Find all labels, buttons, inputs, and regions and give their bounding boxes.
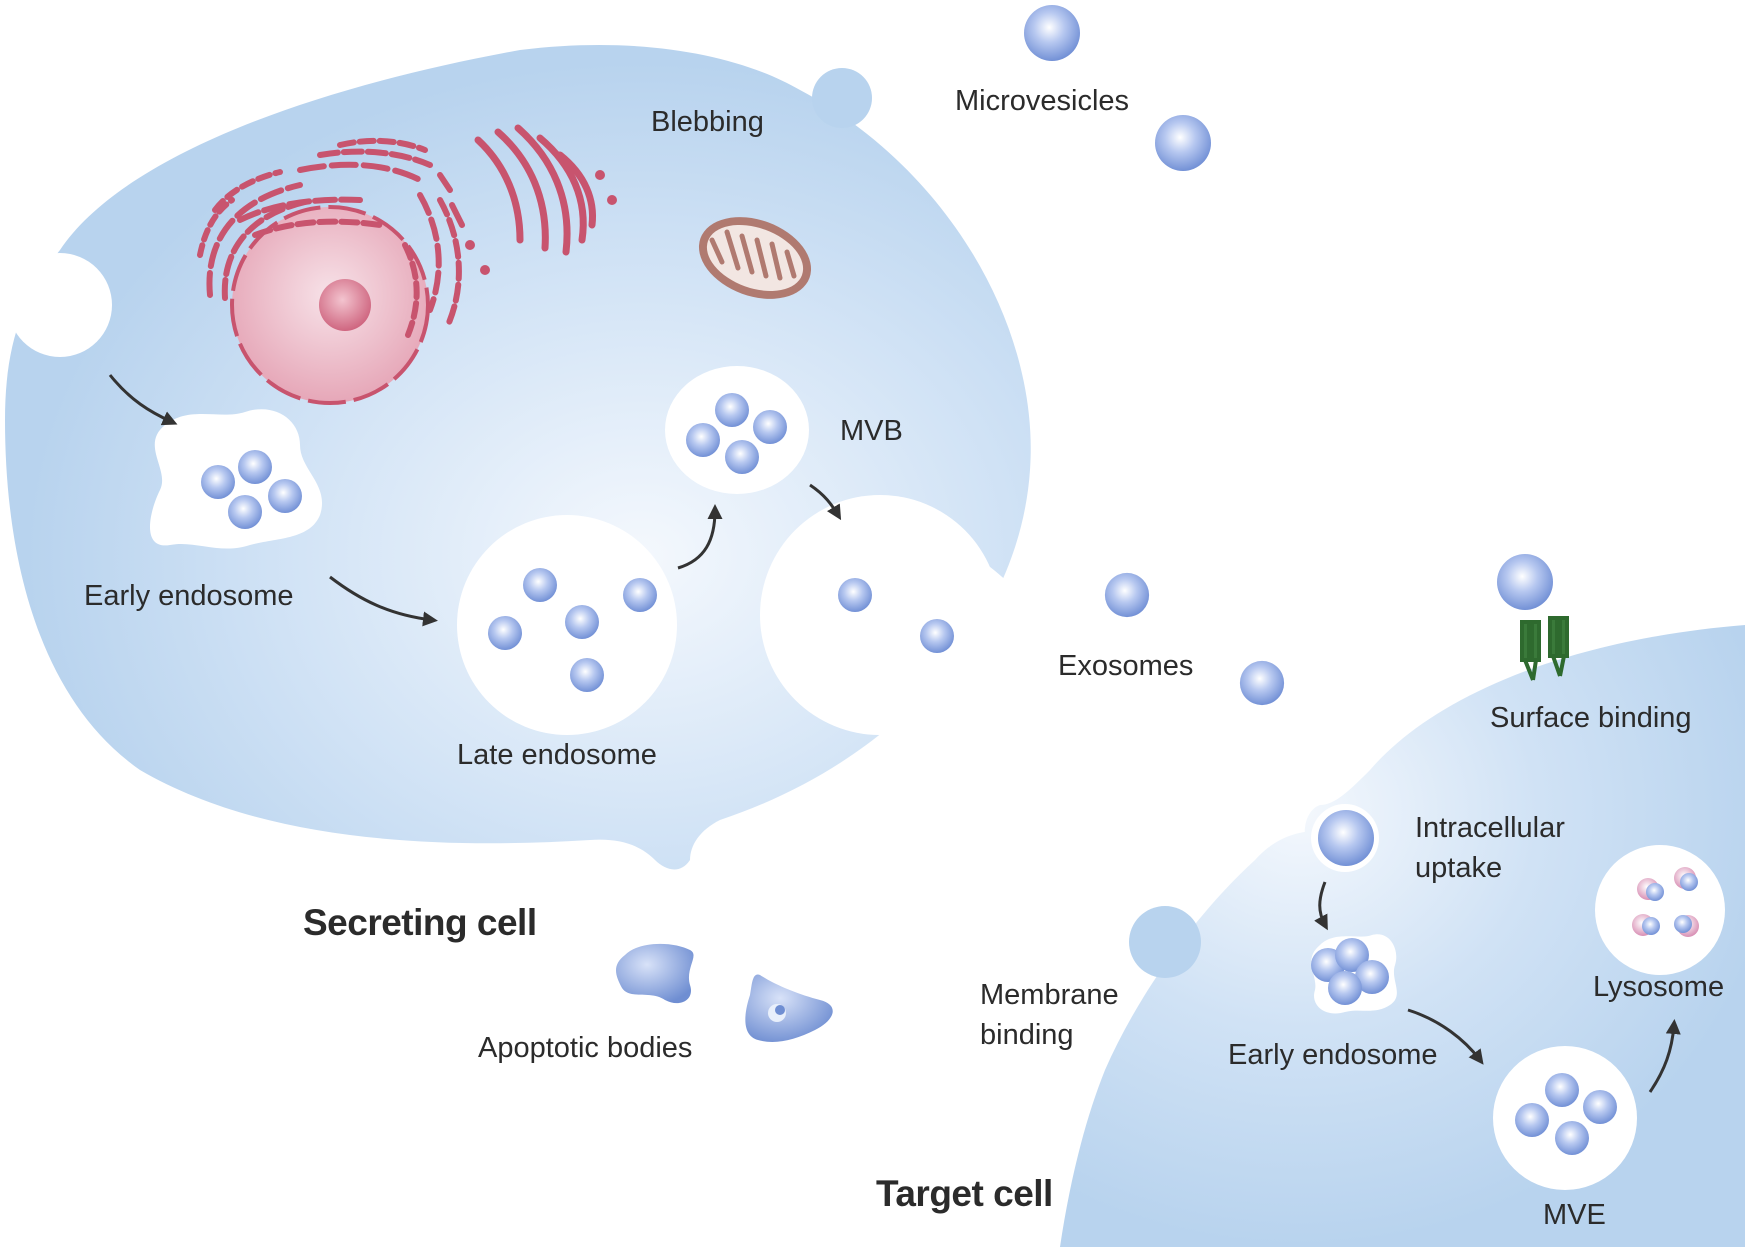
microvesicle	[1155, 115, 1211, 171]
membrane-binding-bud	[1129, 906, 1201, 978]
label-microvesicles: Microvesicles	[955, 85, 1129, 117]
label-mvb: MVB	[840, 415, 903, 447]
mitochondrion	[698, 217, 812, 299]
label-target-cell: Target cell	[876, 1173, 1053, 1214]
bleb-bud	[812, 68, 872, 128]
arrow-mve-to-lysosome	[1648, 1019, 1681, 1093]
early-endosome-secreting	[150, 409, 323, 549]
arrow-early-endosome-to-mve	[1407, 1008, 1484, 1065]
surface-receptors	[1520, 616, 1569, 681]
label-late-endosome: Late endosome	[457, 739, 657, 771]
label-intracellular-uptake-1: Intracellular	[1415, 812, 1565, 844]
label-membrane-binding-1: Membrane	[980, 979, 1119, 1011]
arrow-pocket-to-early-endosome	[108, 374, 178, 426]
label-lysosome: Lysosome	[1593, 971, 1724, 1003]
nucleolus	[319, 279, 371, 331]
arrow-early-to-late-endosome	[329, 575, 438, 627]
label-secreting-cell: Secreting cell	[303, 902, 537, 943]
endoplasmic-reticulum	[197, 137, 462, 338]
early-endosome-target	[1311, 934, 1397, 1014]
lysosome	[1595, 845, 1725, 975]
label-membrane-binding-2: binding	[980, 1019, 1074, 1051]
fusing-mvb	[760, 495, 1040, 735]
internalized-vesicle	[1318, 810, 1374, 866]
label-early-endosome-target: Early endosome	[1228, 1039, 1438, 1071]
label-apoptotic-bodies: Apoptotic bodies	[478, 1032, 692, 1064]
label-mve: MVE	[1543, 1199, 1606, 1231]
microvesicle	[1024, 5, 1080, 61]
secreting-cell	[5, 44, 1040, 870]
target-cell	[1060, 554, 1745, 1247]
arrow-mvb-to-membrane	[809, 483, 842, 521]
label-blebbing: Blebbing	[651, 106, 764, 138]
label-intracellular-uptake-2: uptake	[1415, 852, 1502, 884]
endocytic-pocket	[8, 253, 112, 357]
golgi-apparatus	[437, 124, 617, 275]
label-early-endosome-secreting: Early endosome	[84, 580, 294, 612]
label-surface-binding: Surface binding	[1490, 702, 1692, 734]
label-exosomes: Exosomes	[1058, 650, 1193, 682]
mvb	[665, 366, 809, 494]
late-endosome	[457, 515, 677, 735]
nucleus	[230, 205, 430, 405]
arrow-uptake-to-early-endosome	[1314, 881, 1328, 931]
apoptotic-bodies	[616, 943, 833, 1042]
bound-exosome	[1497, 554, 1553, 610]
arrow-late-endosome-to-mvb	[677, 504, 723, 570]
mve	[1493, 1046, 1637, 1190]
